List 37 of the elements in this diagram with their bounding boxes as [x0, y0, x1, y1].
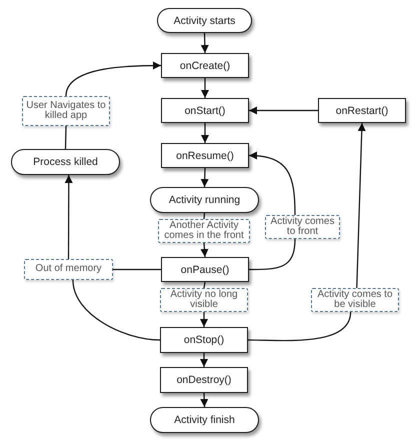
event-note: Activity no long visible [160, 288, 248, 312]
process-box: onStop() [160, 327, 248, 353]
arrow [249, 106, 318, 114]
arrow [200, 353, 208, 367]
arrow [200, 312, 208, 327]
state-pill: Activity running [150, 187, 259, 213]
state-pill: Process killed [11, 149, 120, 175]
process-box: onStart() [161, 98, 249, 123]
process-box: onPause() [161, 257, 249, 282]
event-note: User Navigates to killed app [22, 96, 110, 126]
process-box: onDestroy() [160, 367, 248, 393]
connector-line [72, 280, 160, 341]
state-pill: Activity starts [157, 8, 252, 33]
arrow [200, 32, 209, 54]
event-note: Another Activity comes in the front [158, 219, 250, 243]
arrow [200, 392, 208, 408]
arrow [248, 152, 296, 215]
event-note: Activity comes to front [265, 215, 340, 239]
connector-line [248, 312, 352, 342]
arrow [201, 78, 209, 98]
arrow [65, 62, 161, 96]
connector-line [64, 126, 67, 150]
arrow [201, 123, 209, 143]
event-note: Out of memory [24, 259, 113, 280]
arrow [200, 168, 209, 188]
arrow [356, 122, 366, 288]
connector-line [249, 238, 296, 270]
process-box: onResume() [161, 143, 249, 168]
connector-line [203, 212, 206, 220]
process-box: onRestart() [318, 98, 406, 123]
arrow [200, 242, 208, 258]
connector-line [113, 268, 161, 270]
arrow [64, 175, 73, 259]
process-box: onCreate() [161, 53, 249, 78]
state-pill: Activity finish [150, 407, 259, 433]
connector-line [203, 282, 206, 288]
event-note: Activity comes to be visible [311, 288, 399, 312]
